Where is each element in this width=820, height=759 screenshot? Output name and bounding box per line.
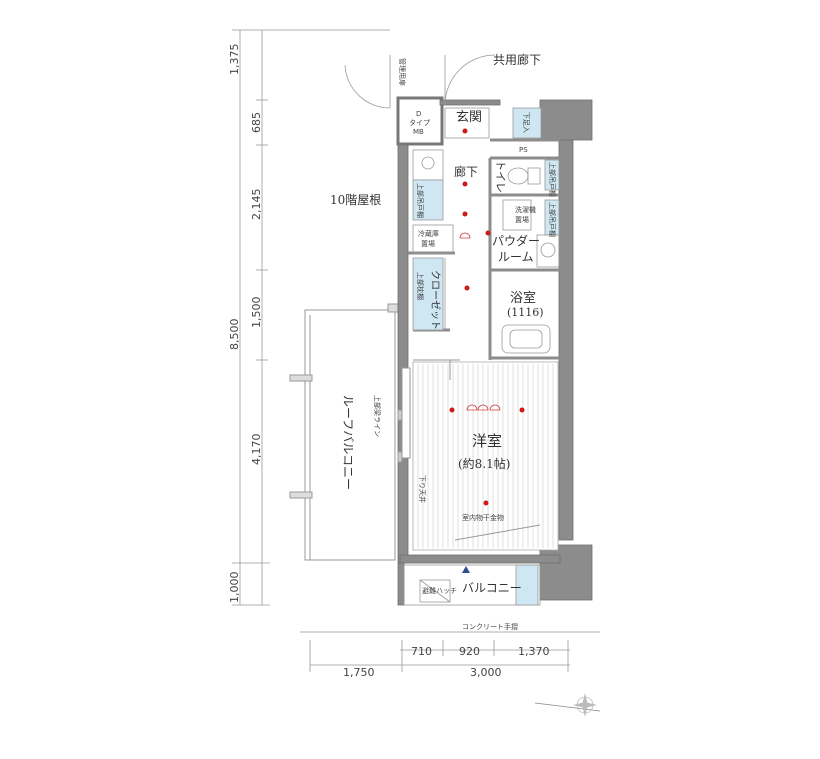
toilet-label: トイレ <box>494 160 507 193</box>
washer-label-1: 洗濯機 <box>515 205 536 214</box>
fridge-label-1: 冷蔵庫 <box>418 229 439 238</box>
dim-left-2: 685 <box>250 112 263 133</box>
shoe-storage-label: 下足入 <box>522 112 530 133</box>
washer-label-2: 置場 <box>515 215 529 224</box>
roof-balcony-area <box>289 303 399 561</box>
dim-left-4: 1,500 <box>250 297 263 329</box>
powder-room-label-2: ルーム <box>498 250 534 264</box>
balcony-label: バルコニー <box>462 581 522 595</box>
dim-left-3: 2,145 <box>250 189 263 221</box>
hallway-label: 廊下 <box>454 164 478 179</box>
bathroom-size-label: (1116) <box>507 306 544 319</box>
compass-icon <box>534 693 601 717</box>
balcony-area <box>403 564 541 606</box>
western-room-label: 洋室 <box>472 432 502 450</box>
entrance-area <box>344 54 542 139</box>
laundry-hardware-label: 室内物干金物 <box>462 513 504 522</box>
mb-label-2: タイプ <box>409 118 430 127</box>
wet-area <box>501 159 560 354</box>
upper-cabinet-toilet-label: 上部吊戸棚 <box>548 162 557 197</box>
dim-bottom-3: 1,370 <box>518 645 550 658</box>
upper-cabinet-laundry-label: 上部吊戸棚 <box>548 202 557 237</box>
outer-walls <box>396 96 593 606</box>
ps-label: PS <box>519 146 528 154</box>
upper-cabinet-kitchen-label: 上部吊戸棚 <box>416 183 425 218</box>
concrete-railing-label: コンクリート手摺 <box>462 622 518 631</box>
meter-room-label: 管理用扉 <box>398 58 407 86</box>
dim-bottom-1: 710 <box>411 645 432 658</box>
dim-bottom-5: 3,000 <box>470 666 502 679</box>
dim-left-5: 4,170 <box>250 434 263 466</box>
dim-left-1: 1,375 <box>228 44 241 76</box>
mb-label-3: MB <box>413 128 424 136</box>
escape-hatch-label: 避難ハッチ <box>422 586 457 595</box>
fridge-label-2: 置場 <box>421 239 435 248</box>
western-room-size-label: (約8.1帖) <box>458 456 510 471</box>
tenth-floor-roof-label: 10階屋根 <box>330 192 381 207</box>
upper-shelf-closet-label: 上部枕棚 <box>416 272 425 300</box>
left-windows <box>397 367 411 463</box>
dropped-ceiling-label: 下り天井 <box>418 475 427 503</box>
dim-left-6: 1,000 <box>228 572 241 604</box>
bathroom-label: 浴室 <box>510 290 536 306</box>
common-corridor-label: 共用廊下 <box>493 52 541 67</box>
dim-bottom-2: 920 <box>459 645 480 658</box>
bottom-dimension-lines <box>300 631 600 672</box>
kitchen-area <box>412 149 454 331</box>
mb-label-1: D <box>416 110 421 118</box>
light-fixtures <box>449 128 525 506</box>
powder-room-label-1: パウダー <box>492 233 540 248</box>
entrance-label: 玄関 <box>456 110 482 125</box>
roof-balcony-label: ルーフバルコニー <box>341 395 355 490</box>
western-room-floor <box>412 359 559 551</box>
ceiling-line-label: 上部梁ライン <box>373 395 382 437</box>
dim-left-total: 8,500 <box>228 319 241 351</box>
outlets <box>459 232 501 411</box>
closet-label: クローゼット <box>429 270 441 330</box>
left-dimension-lines <box>232 29 390 606</box>
dim-bottom-4: 1,750 <box>343 666 375 679</box>
